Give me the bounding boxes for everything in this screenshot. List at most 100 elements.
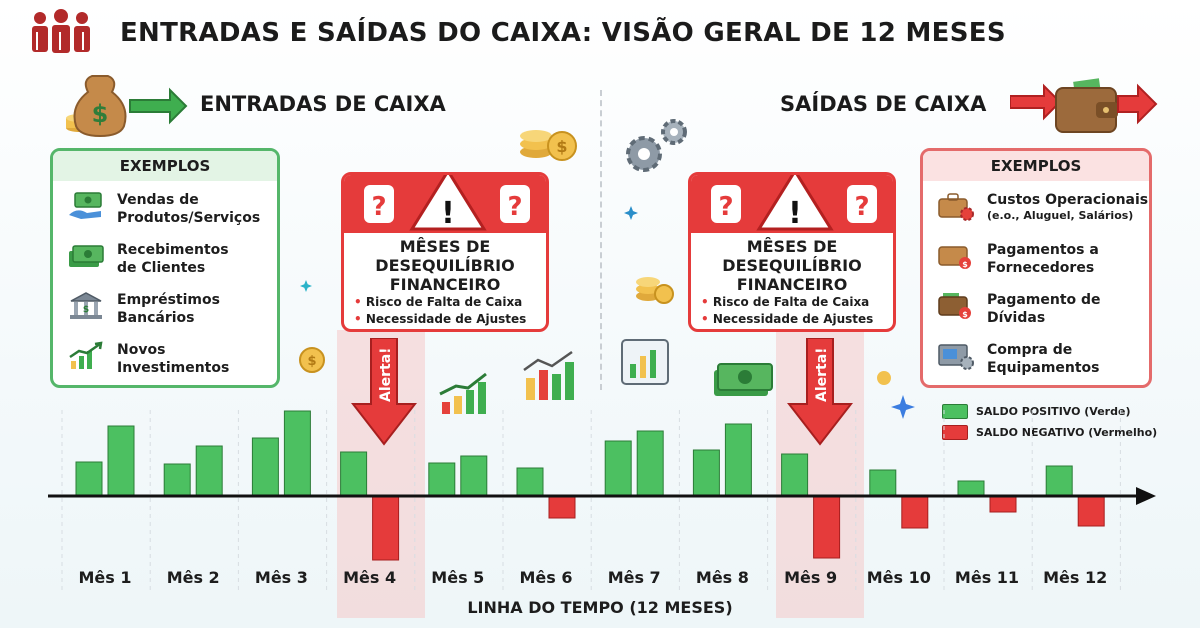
machine-gear-icon: [938, 344, 974, 370]
sparkle-icon: [300, 280, 312, 292]
inflow-example-label: Vendas de Produtos/Serviços: [117, 192, 261, 226]
svg-text:!: !: [788, 196, 802, 231]
svg-text:?: ?: [718, 192, 733, 222]
sparkle-icon: [624, 206, 638, 220]
coin-icon: $: [299, 347, 325, 373]
alert-header: ? ! ?: [344, 175, 546, 233]
x-axis-title: LINHA DO TEMPO (12 MESES): [467, 598, 733, 617]
imbalance-alert-left: ? ! ? MÊSES DE DESEQUILÍBRIO FINANCEIRO …: [341, 172, 549, 332]
alert-arrow-right: Alerta!: [787, 338, 853, 446]
alert-header: ? ! ?: [691, 175, 893, 233]
inflow-heading: ENTRADAS DE CAIXA: [200, 92, 446, 116]
alert-bullet: Risco de Falta de Caixa: [354, 294, 546, 311]
bar-positive: [75, 461, 103, 497]
inflow-example-item: Vendas de Produtos/Serviços: [67, 191, 260, 227]
dashboard-chart-icon: [621, 339, 669, 385]
bar-negative: [989, 495, 1017, 513]
legend-swatch-negative: [942, 425, 968, 440]
bar-negative: [1077, 495, 1105, 527]
inflow-example-item: Novos Investimentos: [67, 341, 229, 377]
dot-icon: [877, 371, 891, 385]
money-bag-icon: $: [66, 75, 188, 138]
inflow-examples-title: EXEMPLOS: [53, 151, 277, 181]
imbalance-alert-right: ? ! ? MÊSES DE DESEQUILÍBRIO FINANCEIRO …: [688, 172, 896, 332]
bar-positive: [516, 467, 544, 497]
bar-positive: [1045, 465, 1073, 497]
gears-icon: [626, 119, 687, 172]
outflow-example-label: Pagamento de Dívidas: [987, 292, 1101, 326]
alert-title: MÊSES DE DESEQUILÍBRIO FINANCEIRO: [375, 237, 515, 294]
growth-chart-icon: [69, 341, 103, 369]
bar-positive: [340, 451, 368, 497]
warning-icon: ? ! ?: [711, 175, 877, 231]
page-title: ENTRADAS E SAÍDAS DO CAIXA: VISÃO GERAL …: [120, 18, 1006, 48]
bar-positive: [781, 453, 809, 497]
outflow-example-item: Compra de Equipamentos: [937, 341, 1100, 377]
alert-arrow-left: Alerta!: [351, 338, 417, 446]
x-tick-label: Mês 1: [79, 568, 132, 587]
alert-arrow-label: Alerta!: [814, 347, 830, 402]
coin-stack-icon: [636, 277, 674, 304]
inflow-example-label: Empréstimos Bancários: [117, 292, 220, 326]
x-tick-label: Mês 8: [696, 568, 749, 587]
outflow-example-label: Compra de Equipamentos: [987, 342, 1100, 376]
wallet-coin-icon: $: [938, 293, 971, 319]
svg-text:$: $: [962, 310, 968, 319]
svg-text:$: $: [307, 354, 316, 369]
outflow-example-item: $ Pagamentos a Fornecedores: [937, 241, 1099, 277]
bar-negative: [372, 495, 400, 561]
alert-title: MÊSES DE DESEQUILÍBRIO FINANCEIRO: [722, 237, 862, 294]
alert-arrow-label: Alerta!: [378, 347, 394, 402]
outflow-example-item: Custos Operacionais(e.o., Aluguel, Salár…: [937, 191, 1148, 223]
bar-positive: [460, 455, 488, 497]
x-tick-label: Mês 3: [255, 568, 308, 587]
x-tick-label: Mês 12: [1043, 568, 1107, 587]
center-divider: [600, 90, 602, 390]
outflow-examples-title: EXEMPLOS: [923, 151, 1149, 181]
svg-text:!: !: [441, 196, 455, 231]
bar-positive: [957, 480, 985, 497]
bar-positive: [869, 469, 897, 497]
outflow-example-main: Custos Operacionais: [987, 192, 1149, 208]
legend-label: SALDO POSITIVO (Verde): [976, 405, 1131, 418]
svg-text:?: ?: [371, 192, 386, 222]
alert-bullet: Risco de Falta de Caixa: [701, 294, 893, 311]
x-tick-label: Mês 10: [867, 568, 931, 587]
x-tick-label: Mês 11: [955, 568, 1019, 587]
svg-text:?: ?: [854, 192, 869, 222]
legend-label: SALDO NEGATIVO (Vermelho): [976, 426, 1158, 439]
alert-bullet: Necessidade de Ajustes: [354, 311, 546, 328]
bank-icon: $: [70, 292, 102, 319]
growth-chart-icon: [439, 372, 487, 414]
axis-arrowhead: [1136, 487, 1156, 505]
inflow-examples-box: EXEMPLOS Vendas de Produtos/Serviços Rec…: [50, 148, 280, 388]
banknotes-icon: [714, 363, 773, 396]
inflow-example-item: $ Empréstimos Bancários: [67, 291, 220, 327]
warning-icon: ? ! ?: [364, 175, 530, 231]
svg-text:$: $: [92, 100, 109, 128]
outflow-example-sub: (e.o., Aluguel, Salários): [987, 209, 1134, 222]
bar-negative: [813, 495, 841, 559]
inflow-example-label: Novos Investimentos: [117, 342, 230, 376]
wallet-arrow-icon: [1010, 78, 1158, 133]
wallet-coin-icon: $: [938, 246, 971, 269]
inflow-example-item: Recebimentos de Clientes: [67, 241, 229, 277]
legend-positive: SALDO POSITIVO (Verde): [942, 404, 1130, 419]
people-logo-icon: [32, 9, 90, 53]
bar-positive: [692, 449, 720, 497]
bar-positive: [604, 440, 632, 497]
x-tick-label: Mês 5: [431, 568, 484, 587]
bar-positive: [163, 463, 191, 497]
outflow-heading: SAÍDAS DE CAIXA: [780, 92, 987, 116]
outflow-example-item: $ Pagamento de Dívidas: [937, 291, 1101, 327]
svg-text:$: $: [83, 305, 89, 315]
outflow-example-label: Pagamentos a Fornecedores: [987, 242, 1099, 276]
x-tick-label: Mês 7: [608, 568, 661, 587]
bar-negative: [548, 495, 576, 519]
outflow-example-label: Custos Operacionais(e.o., Aluguel, Salár…: [987, 191, 1148, 223]
bar-positive: [251, 437, 279, 497]
x-tick-label: Mês 6: [520, 568, 573, 587]
bar-positive: [107, 425, 135, 497]
cash-hand-icon: [69, 192, 102, 219]
